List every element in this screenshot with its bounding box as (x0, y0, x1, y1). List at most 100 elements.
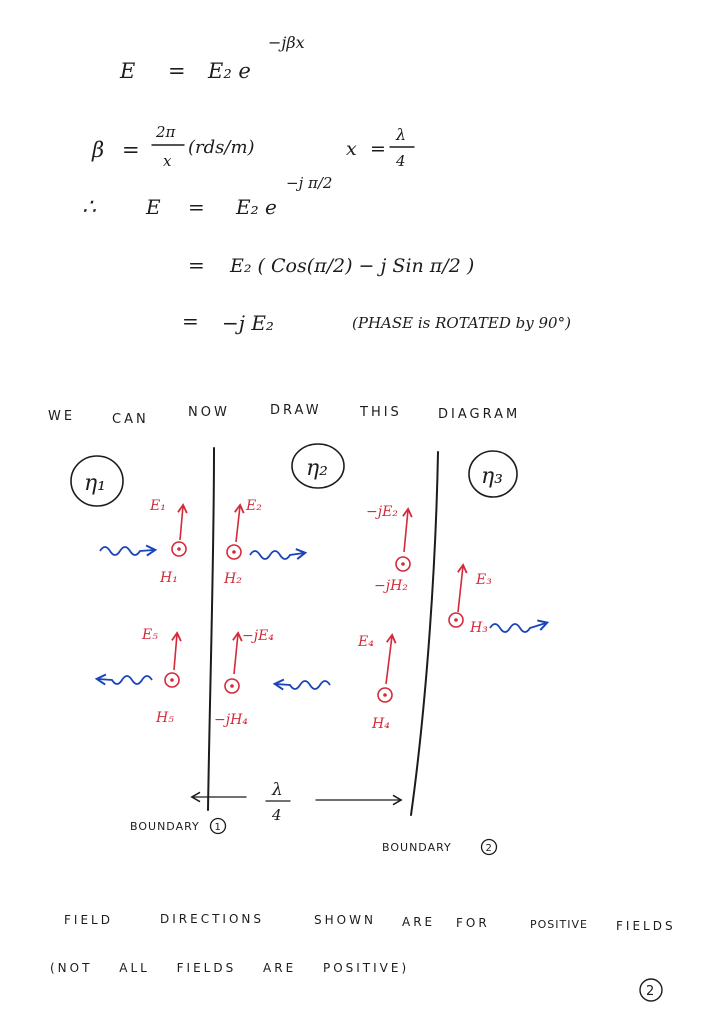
dot-minus-j-h4 (230, 684, 234, 688)
circle-h1 (171, 541, 187, 557)
label-e5: E₅ (141, 627, 158, 643)
region-label-2: η₂ (306, 456, 328, 481)
eq2b-equals: = (370, 138, 386, 160)
eq4-rhs: E₂ ( Cos(π/2) − j Sin π/2 ) (229, 255, 474, 277)
label-h2: H₂ (223, 571, 242, 587)
label-minus-j-e4: −jE₄ (242, 628, 274, 644)
field-group-mje4-mjh4: −jE₄ −jH₄ (214, 628, 274, 728)
eq3-equals: = (188, 195, 205, 219)
boundary-2-text: BOUNDARY (382, 841, 452, 854)
region-label-3: η₃ (481, 464, 503, 489)
eq3-rhs: E₂ e (235, 195, 277, 219)
eq2-lhs: β (91, 138, 104, 162)
circle-minus-j-h2 (395, 556, 411, 572)
region-circle-2 (291, 443, 345, 489)
region-circle-3 (468, 450, 518, 498)
label-h4: H₄ (371, 716, 390, 732)
dot-h4 (383, 693, 387, 697)
eq4-equals: = (188, 253, 205, 277)
eq5-phase-note: (PHASE is ROTATED by 90°) (352, 314, 571, 332)
field-group-e3-h3: E₃ H₃ (448, 563, 492, 636)
footer-word-1: FIELD (64, 913, 113, 927)
circle-h3 (448, 612, 464, 628)
label-h3: H₃ (469, 620, 488, 636)
intro-word-3: NOW (188, 405, 230, 420)
field-group-e4-h4: E₄ H₄ (357, 633, 397, 732)
label-h1: H₁ (159, 570, 178, 586)
eq2b-lhs: x (346, 138, 357, 160)
arrow-e5 (171, 631, 182, 671)
wave-reflected-region1 (94, 673, 153, 686)
boundary-2-circle (480, 838, 498, 856)
eq5-equals: = (182, 309, 199, 333)
page-number-circle (639, 978, 663, 1002)
boundary-2-line (410, 451, 439, 816)
eq3-lhs: E (145, 195, 161, 219)
dot-h3 (454, 618, 458, 622)
spacing-four: 4 (271, 806, 282, 824)
wave-incident-region1 (99, 544, 158, 557)
region-eta-1: η₁ (70, 455, 124, 507)
spacing-lambda: λ (271, 780, 283, 800)
label-h5: H₅ (155, 710, 174, 726)
intro-word-2: CAN (112, 412, 149, 427)
label-e4: E₄ (357, 634, 374, 650)
intro-word-6: DIAGRAM (438, 407, 520, 422)
region-circle-1 (70, 455, 124, 507)
footer-line-2: (NOT ALL FIELDS ARE POSITIVE) (50, 961, 409, 975)
dot-h2 (232, 550, 236, 554)
boundary-1-label: BOUNDARY 1 (130, 817, 227, 835)
wave-transmitted-region3 (489, 619, 550, 633)
eq2-equals: = (122, 138, 140, 162)
page-number-text: 2 (646, 984, 654, 999)
eq3-exponent: −j π/2 (286, 174, 332, 192)
equation-line-1: E = E₂ e −jβx (119, 33, 305, 83)
circle-h5 (164, 672, 180, 688)
eq2b-denominator: 4 (395, 152, 406, 170)
diagram-intro: WE CAN NOW DRAW THIS DIAGRAM (48, 403, 520, 427)
circle-h2 (226, 544, 242, 560)
equation-line-3: ∴ E = E₂ e −j π/2 (82, 174, 332, 220)
label-e1: E₁ (149, 498, 166, 514)
eq1-rhs: E₂ e (207, 59, 251, 83)
eq2b-numerator: λ (395, 125, 406, 144)
footer-word-5: FOR (456, 916, 490, 930)
label-minus-j-h4: −jH₄ (214, 712, 248, 728)
eq1-equals: = (168, 59, 186, 83)
eq2-denominator: x (163, 152, 172, 170)
footer-word-6: POSITIVE (530, 918, 588, 931)
intro-word-1: WE (48, 409, 75, 424)
equation-line-4: = E₂ ( Cos(π/2) − j Sin π/2 ) (188, 253, 474, 277)
dot-h5 (170, 678, 174, 682)
eq2-numerator: 2π (155, 123, 177, 141)
boundary-2-label: BOUNDARY 2 (382, 838, 498, 856)
label-e2: E₂ (245, 498, 262, 514)
region-label-1: η₁ (84, 471, 106, 496)
boundary-2-number: 2 (486, 843, 492, 854)
eq2-unit: (rds/m) (188, 137, 255, 158)
wave-backward-region2 (272, 678, 331, 691)
equation-line-2: β = 2π x (rds/m) x = λ 4 (91, 123, 415, 170)
arrow-e2 (234, 503, 245, 543)
arrow-e3 (457, 563, 468, 613)
footer-word-4: ARE (402, 915, 435, 929)
dot-minus-j-h2 (401, 562, 405, 566)
intro-word-5: THIS (359, 405, 402, 420)
circle-minus-j-h4 (224, 678, 240, 694)
equation-line-5: = −j E₂ (PHASE is ROTATED by 90°) (182, 309, 571, 335)
wave-forward-region2 (249, 548, 308, 560)
footer-word-2: DIRECTIONS (160, 912, 264, 926)
footer-note: FIELD DIRECTIONS SHOWN ARE FOR POSITIVE … (50, 912, 673, 975)
spacing-dimension: λ 4 (190, 780, 403, 824)
eq3-therefore: ∴ (82, 195, 96, 220)
field-group-e1-h1: E₁ H₁ (149, 498, 188, 586)
boundary-1-number: 1 (215, 822, 221, 833)
eq5-rhs: −j E₂ (222, 311, 274, 335)
arrow-minus-j-e4 (232, 631, 243, 675)
dot-h1 (177, 547, 181, 551)
boundary-1-text: BOUNDARY (130, 820, 200, 833)
region-eta-2: η₂ (291, 443, 345, 489)
arrow-e1 (177, 503, 188, 541)
page-number: 2 (639, 978, 663, 1002)
